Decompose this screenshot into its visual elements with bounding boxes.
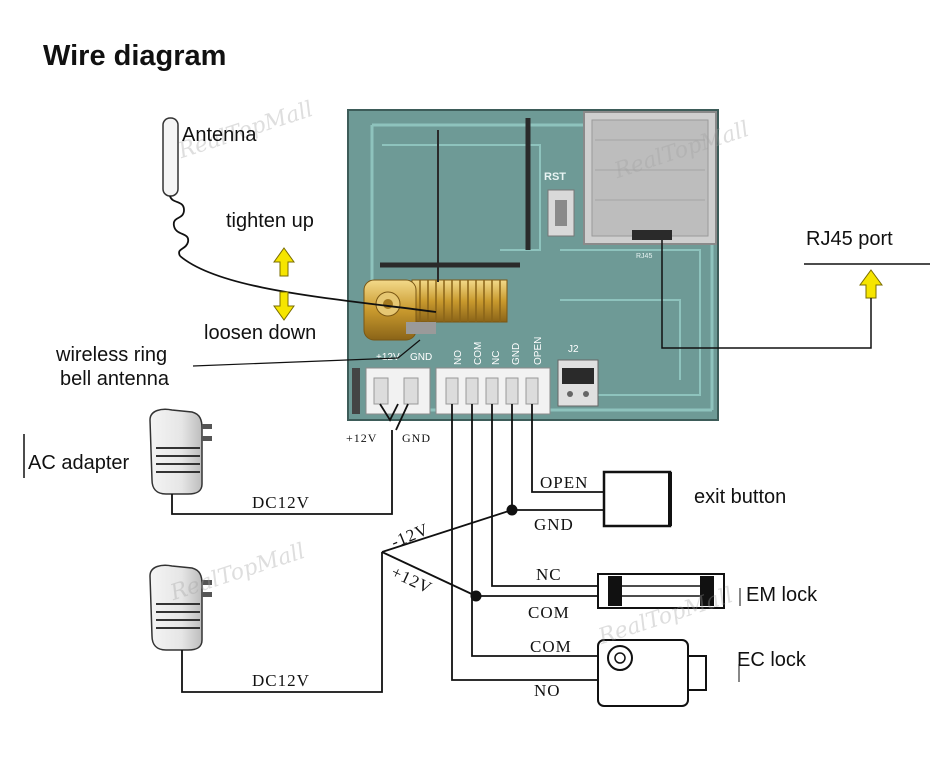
loosen-arrow-icon: [273, 291, 295, 321]
exit-button-label: exit button: [694, 486, 787, 508]
wireless-antenna-leader: [192, 357, 399, 367]
exit-button-device: [602, 470, 672, 528]
wiring: [171, 403, 604, 693]
wireless-antenna-label: wireless ring bell antenna: [56, 343, 169, 391]
antenna-label: Antenna: [182, 124, 257, 146]
page-title: Wire diagram: [43, 40, 227, 72]
ec-lock-label: EC lock: [737, 649, 806, 671]
wire-label-gnd-exit: GND: [534, 515, 574, 534]
wire-label-dc12v-bottom: DC12V: [252, 671, 310, 690]
terminal-com-silk: COM: [473, 342, 484, 365]
wire-label-minus12v: -12V: [388, 520, 431, 552]
loosen-label: loosen down: [204, 322, 317, 344]
ec-lock-device: [597, 639, 707, 707]
junction-com: [470, 590, 482, 602]
rj45-silkscreen: RJ45: [636, 253, 652, 260]
wireless-antenna-label-line1: wireless ring: [56, 344, 168, 366]
wire-label-plus12v: +12V: [346, 431, 377, 445]
wireless-antenna-stub: [397, 339, 421, 359]
ac-adapter-bottom: [149, 564, 212, 651]
tighten-arrow-icon: [273, 247, 295, 277]
em-lock-label: EM lock: [746, 584, 818, 606]
ac-adapter-label: AC adapter: [28, 452, 130, 474]
wire-label-no: NO: [534, 681, 561, 700]
wire-label-plus12v-diag: +12V: [388, 562, 435, 597]
rj45-leader: [661, 240, 930, 349]
junction-gnd: [506, 504, 518, 516]
wireless-antenna-label-line2: bell antenna: [60, 368, 169, 390]
terminal-no-silk: NO: [453, 350, 464, 365]
antenna: [162, 117, 437, 313]
tighten-label: tighten up: [226, 210, 314, 232]
rj45-arrow-icon: [859, 269, 883, 299]
j2-label: J2: [568, 344, 579, 355]
terminal-open-silk: OPEN: [533, 337, 544, 365]
terminal-gnd-silk: GND: [410, 352, 432, 363]
terminal-gnd2-silk: GND: [511, 343, 522, 365]
j2-jumper: J2: [557, 344, 599, 407]
wire-label-dc12v-top: DC12V: [252, 493, 310, 512]
power-terminal: +12V GND: [352, 352, 432, 415]
rj45-port-label: RJ45 port: [806, 228, 893, 250]
wire-label-open: OPEN: [540, 473, 588, 492]
wire-label-gnd: GND: [402, 431, 431, 445]
wire-label-nc: NC: [536, 565, 562, 584]
wire-label-com-ec: COM: [530, 637, 572, 656]
reset-button: RST: [544, 171, 575, 237]
rj45-jack: RJ45: [583, 111, 717, 260]
rst-label: RST: [544, 171, 566, 183]
terminal-plus12v-silk: +12V: [376, 352, 400, 363]
terminal-nc-silk: NC: [491, 351, 502, 365]
wire-label-com-em: COM: [528, 603, 570, 622]
antenna-connector: [363, 130, 508, 341]
em-lock-device: [597, 573, 725, 609]
ac-adapter-top: [149, 408, 212, 495]
